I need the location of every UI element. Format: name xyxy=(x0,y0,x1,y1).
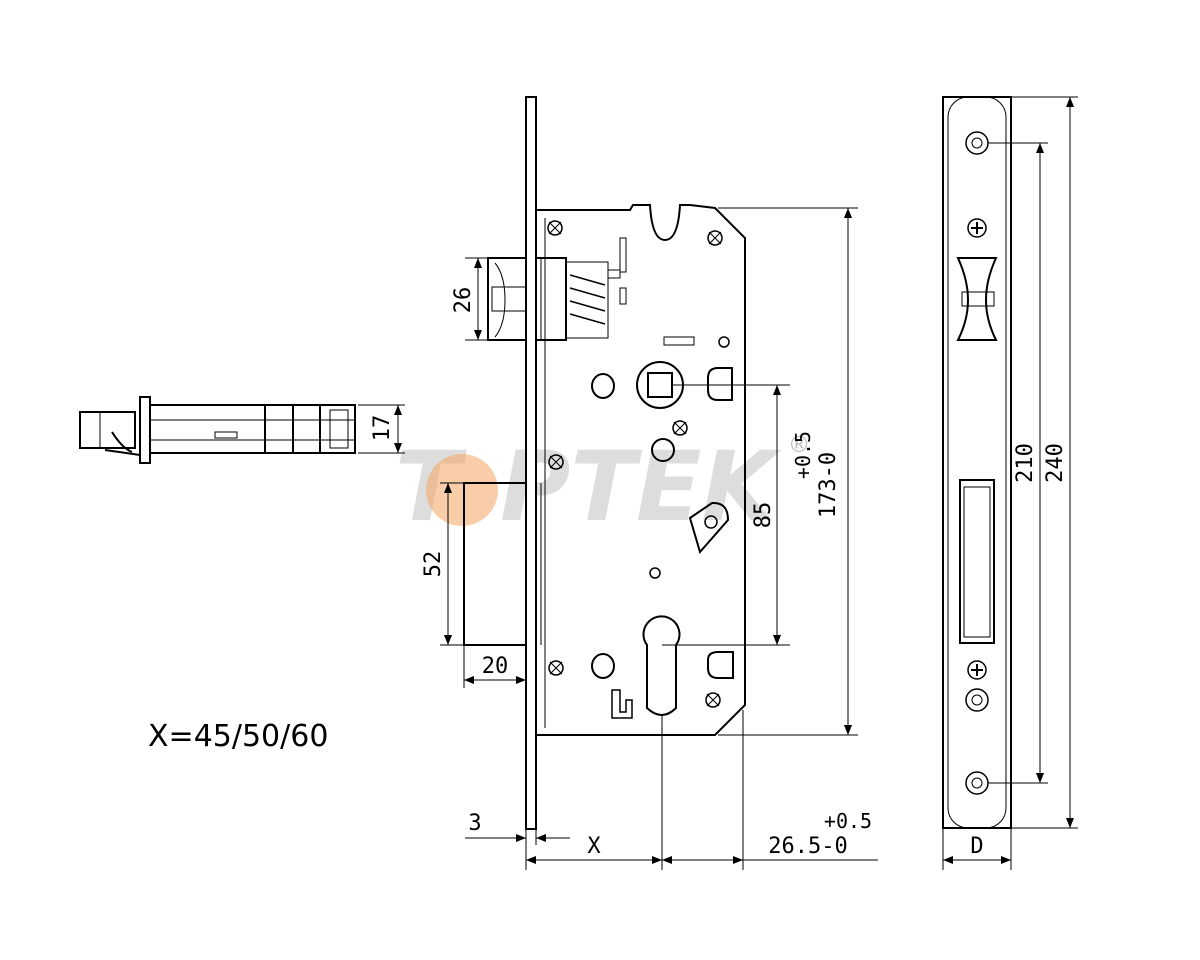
dim-bolt-height: 52 xyxy=(421,551,446,578)
dim-faceplate-thickness: 3 xyxy=(468,811,481,836)
dim-faceplate-depth: D xyxy=(970,834,983,859)
dim-depth-tolerance: +0.5 xyxy=(824,809,872,833)
dim-centre-distance: 85 xyxy=(751,502,776,529)
latch xyxy=(487,237,627,341)
dim-latch-height: 26 xyxy=(451,287,476,314)
watermark-text: PTEK xyxy=(500,431,782,543)
dim-depth: 26.5-0 xyxy=(768,834,847,859)
watermark: T PTEK ® xyxy=(395,431,810,543)
deadbolt xyxy=(463,482,527,646)
spindle-square xyxy=(647,372,673,398)
watermark-o-accent xyxy=(426,454,498,526)
cylinder-profile xyxy=(642,615,681,716)
dim-body-height-tolerance: +0.5 xyxy=(791,431,815,479)
dim-body-height: 173-0 xyxy=(816,452,841,518)
dim-screw-spacing: 210 xyxy=(1013,443,1038,483)
watermark-registered: ® xyxy=(788,433,810,458)
side-view: 17 xyxy=(79,396,405,464)
dim-side-thickness: 17 xyxy=(370,415,395,442)
dim-bolt-width: 20 xyxy=(482,654,509,679)
faceplate-edge xyxy=(525,96,537,830)
dim-faceplate-length: 240 xyxy=(1043,443,1068,483)
lock-case xyxy=(535,204,746,736)
faceplate-view: 210 240 D xyxy=(942,96,1078,870)
front-view: 26 52 20 85 +0.5 173-0 xyxy=(421,96,878,870)
backset-formula: X=45/50/60 xyxy=(148,719,328,754)
dim-backset: X xyxy=(587,834,601,859)
screw-icons xyxy=(547,220,730,708)
